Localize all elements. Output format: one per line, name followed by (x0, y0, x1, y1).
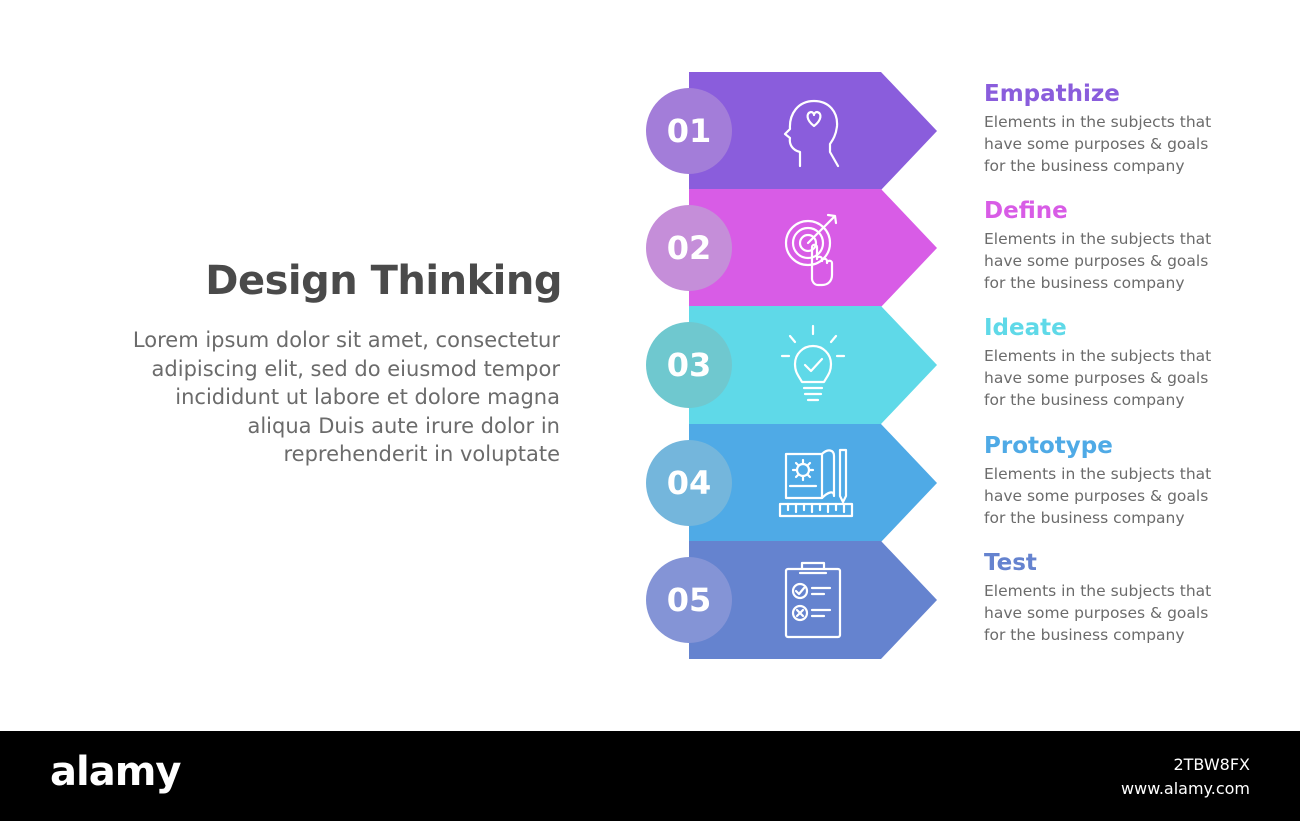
step-3-circle: 03 (646, 322, 732, 408)
step-1-description: Elements in the subjects that have some … (984, 111, 1284, 177)
step-desc-line: have some purposes & goals (984, 369, 1209, 387)
step-2-circle: 02 (646, 205, 732, 291)
description-line: Lorem ipsum dolor sit amet, consectetur (132, 328, 560, 352)
step-desc-line: have some purposes & goals (984, 252, 1209, 270)
blueprint-icon (768, 438, 858, 528)
description-line: adipiscing elit, sed do eiusmod tempor (151, 356, 560, 381)
step-2-text: Define Elements in the subjects that hav… (984, 197, 1284, 294)
brand-logo: alamy (50, 749, 181, 795)
image-info: 2TBW8FX www.alamy.com (1121, 753, 1250, 801)
step-desc-line: Elements in the subjects that (984, 347, 1212, 365)
head-heart-icon (768, 86, 858, 176)
step-4-description: Elements in the subjects that have some … (984, 463, 1284, 529)
clipboard-checklist-icon (768, 555, 858, 645)
step-desc-line: for the business company (984, 274, 1185, 292)
step-1-title: Empathize (984, 81, 1120, 107)
step-3-title: Ideate (984, 315, 1067, 341)
step-desc-line: have some purposes & goals (984, 487, 1209, 505)
description-line: aliqua Duis aute irure dolor in (247, 413, 560, 438)
site-url: www.alamy.com (1121, 779, 1250, 798)
step-2-description: Elements in the subjects that have some … (984, 228, 1284, 294)
image-id: 2TBW8FX (1173, 755, 1250, 774)
step-4-text: Prototype Elements in the subjects that … (984, 432, 1284, 529)
step-desc-line: for the business company (984, 391, 1185, 409)
step-desc-line: Elements in the subjects that (984, 230, 1212, 248)
step-desc-line: Elements in the subjects that (984, 465, 1212, 483)
step-4-title: Prototype (984, 433, 1113, 459)
lightbulb-icon (768, 320, 858, 410)
step-1-circle: 01 (646, 88, 732, 174)
footer-bar: alamy 2TBW8FX www.alamy.com (0, 731, 1300, 821)
step-desc-line: Elements in the subjects that (984, 582, 1212, 600)
step-desc-line: have some purposes & goals (984, 135, 1209, 153)
diagram-description: Lorem ipsum dolor sit amet, consectetur … (60, 326, 560, 469)
description-line: reprehenderit in voluptate (283, 442, 560, 466)
step-desc-line: for the business company (984, 157, 1185, 175)
step-5-title: Test (984, 550, 1037, 576)
step-3-text: Ideate Elements in the subjects that hav… (984, 314, 1284, 411)
step-5-description: Elements in the subjects that have some … (984, 580, 1284, 646)
step-5-text: Test Elements in the subjects that have … (984, 549, 1284, 646)
step-4-circle: 04 (646, 440, 732, 526)
step-2-title: Define (984, 198, 1068, 224)
diagram-title: Design Thinking (205, 258, 562, 304)
description-line: incididunt ut labore et dolore magna (175, 385, 560, 409)
step-3-description: Elements in the subjects that have some … (984, 345, 1284, 411)
step-5-circle: 05 (646, 557, 732, 643)
step-desc-line: Elements in the subjects that (984, 113, 1212, 131)
step-desc-line: have some purposes & goals (984, 604, 1209, 622)
step-1-text: Empathize Elements in the subjects that … (984, 80, 1284, 177)
target-hand-icon (768, 203, 858, 293)
step-desc-line: for the business company (984, 626, 1185, 644)
step-desc-line: for the business company (984, 509, 1185, 527)
